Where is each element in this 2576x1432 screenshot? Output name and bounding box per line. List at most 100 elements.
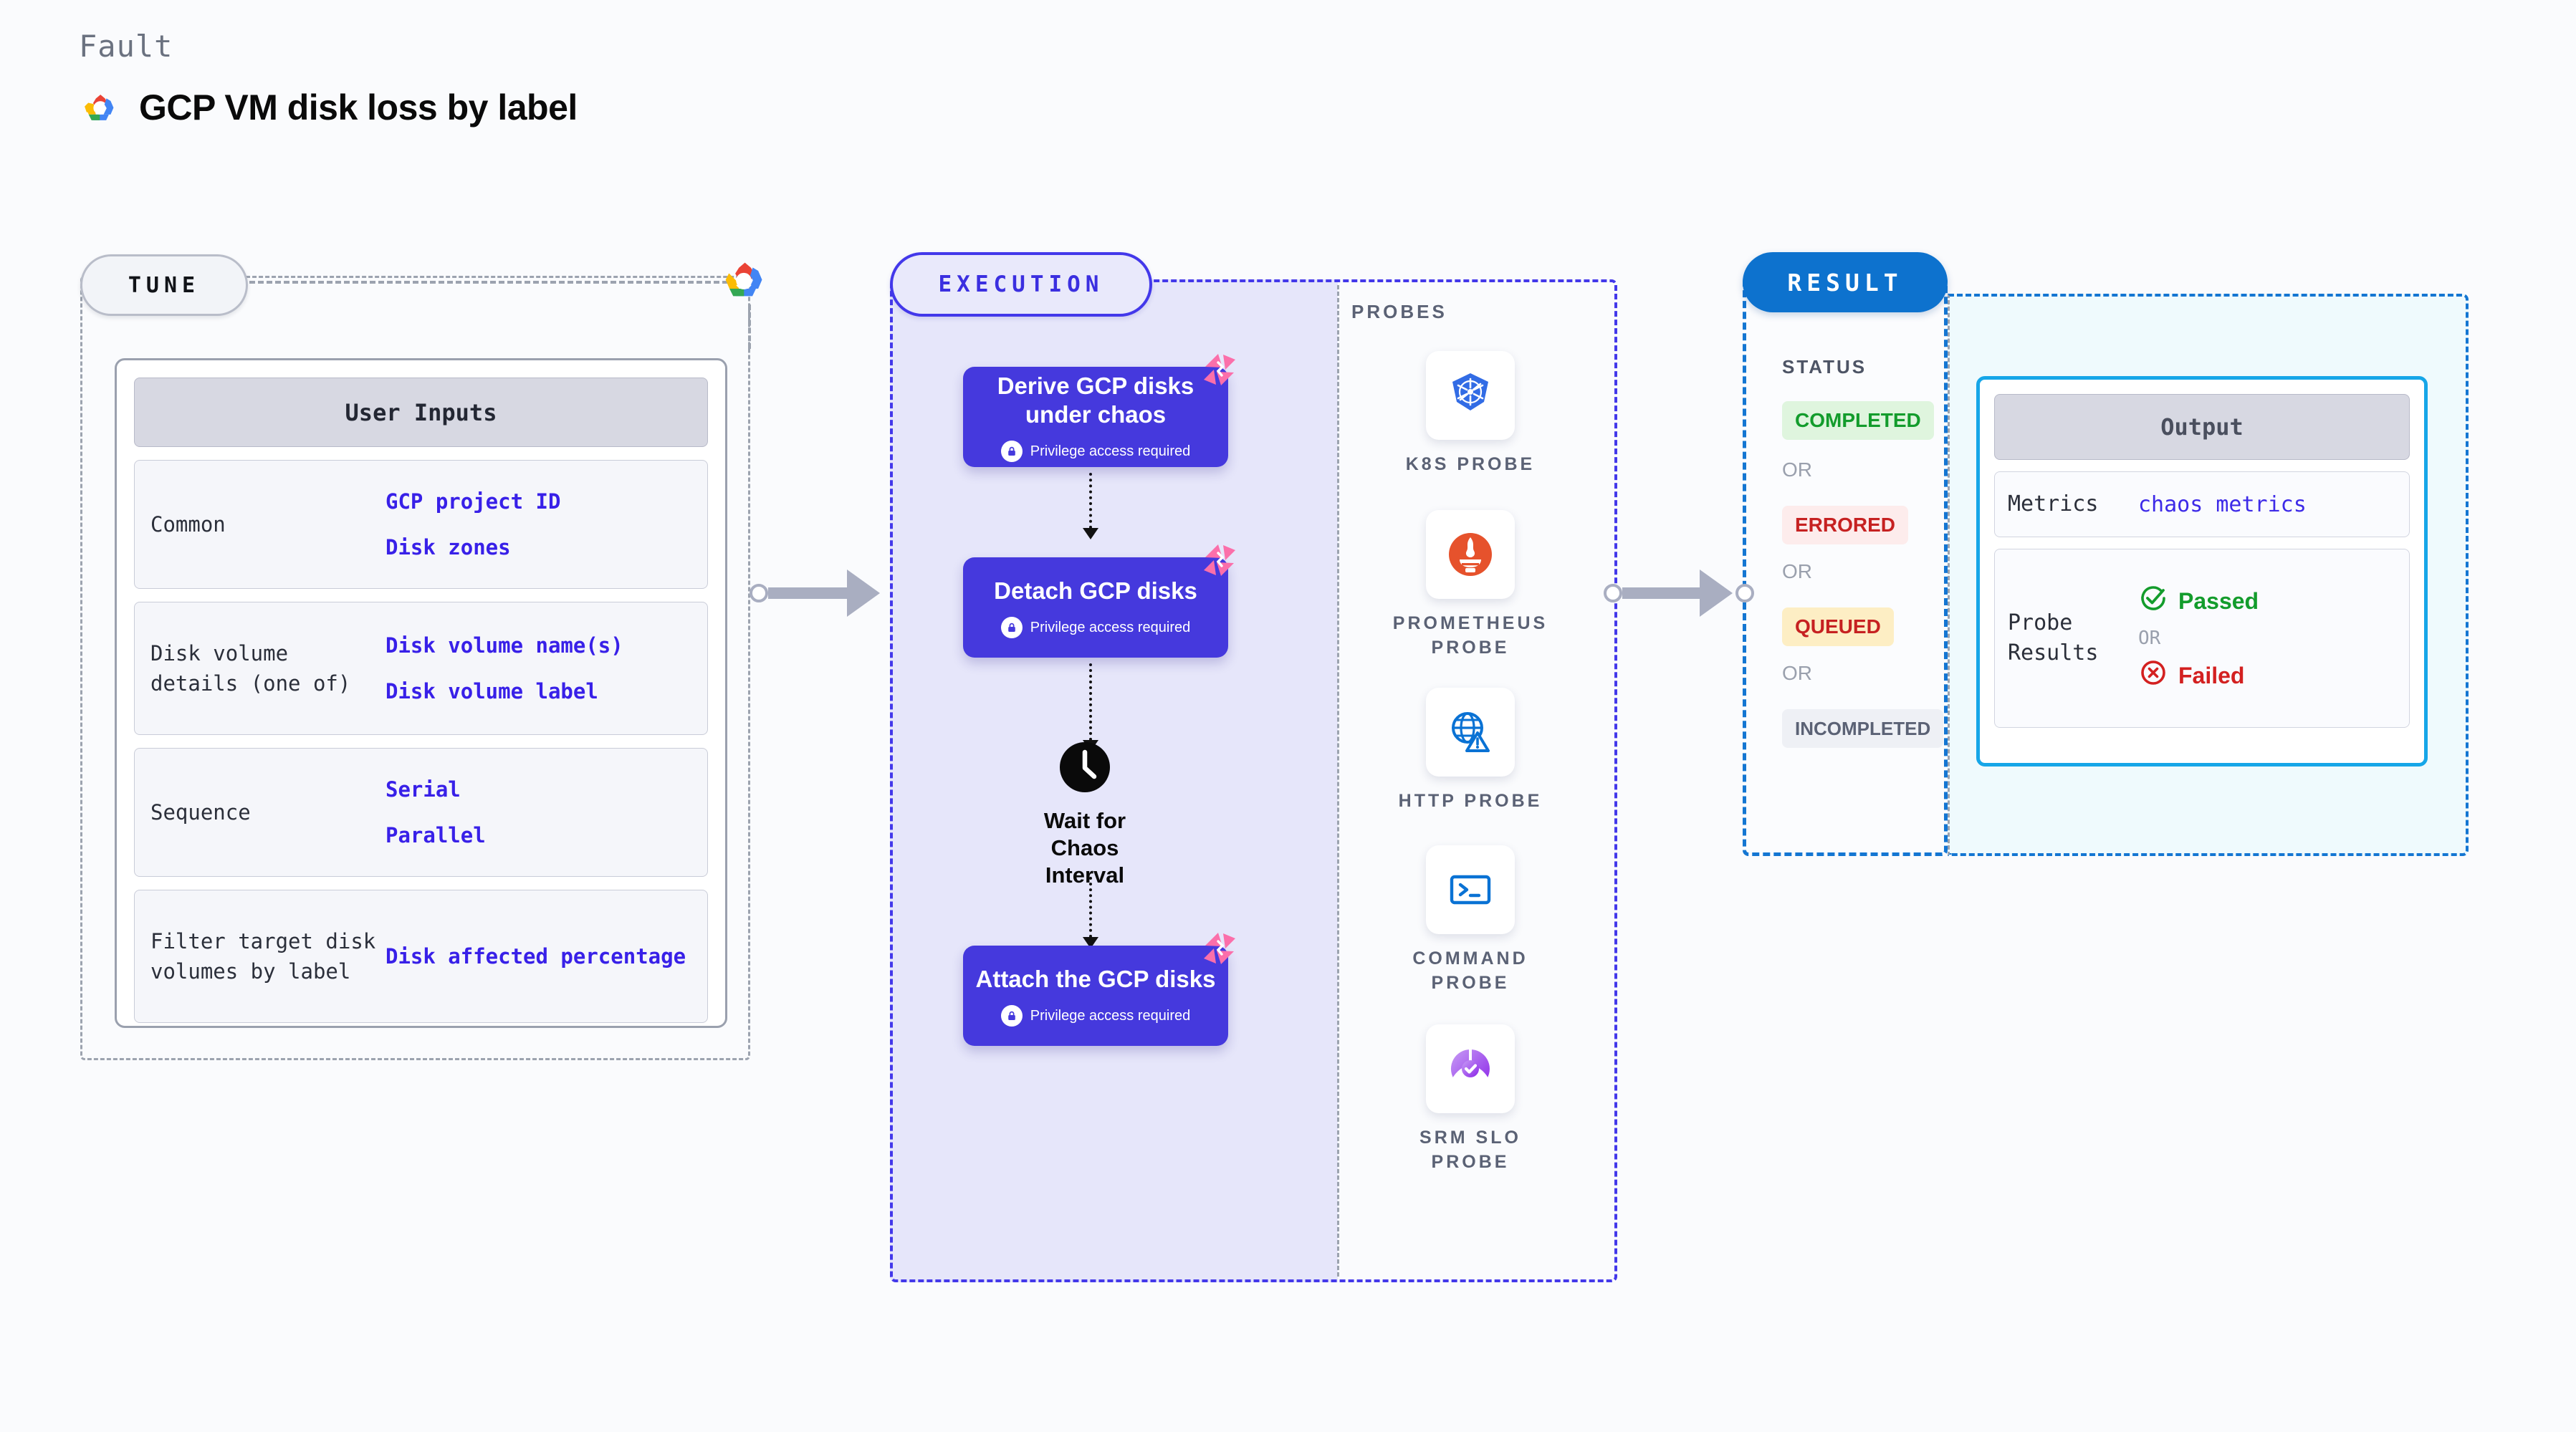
output-row-probe-results: Probe Results Passed OR <box>1994 549 2410 728</box>
input-row-disk-volume-details[interactable]: Disk volume details (one of) Disk volume… <box>134 602 708 735</box>
fault-kicker: Fault <box>79 29 173 64</box>
tune-provider-stem <box>748 304 751 349</box>
input-row-values: GCP project ID Disk zones <box>386 486 707 562</box>
input-row-values: Disk volume name(s) Disk volume label <box>386 630 707 706</box>
execution-node-attach-the-gcp-disks[interactable]: Attach the GCP disks Privilege access re… <box>963 933 1235 1046</box>
status-badge-errored: ERRORED <box>1782 506 1909 544</box>
tune-connector-line <box>249 281 737 284</box>
input-row-label: Common <box>150 511 226 537</box>
connector-dot <box>750 584 768 602</box>
flow-arrow-1 <box>1083 473 1098 539</box>
gcp-cloud-logo-icon <box>79 87 120 128</box>
connector-dot <box>1735 584 1754 602</box>
probe-name: COMMAND PROBE <box>1412 948 1528 993</box>
user-inputs-header: User Inputs <box>134 378 708 447</box>
input-row-filter-target[interactable]: Filter target disk volumes by label Disk… <box>134 890 708 1023</box>
probe-name: SRM SLO PROBE <box>1419 1128 1521 1172</box>
privilege-text: Privilege access required <box>1030 619 1191 635</box>
gcp-cloud-logo-icon <box>717 252 771 310</box>
terminal-icon <box>1426 845 1515 934</box>
chaos-ribbon-icon <box>1201 930 1238 971</box>
privilege-text: Privilege access required <box>1030 1007 1191 1024</box>
arrow-head <box>1083 528 1098 539</box>
node-privilege-note: Privilege access required <box>1000 1005 1191 1027</box>
output-card: Output Metrics chaos metrics Probe Resul… <box>1976 376 2428 767</box>
input-value[interactable]: Disk zones <box>386 535 511 559</box>
connector-arrowhead <box>847 570 880 617</box>
page-title: GCP VM disk loss by label <box>139 87 578 128</box>
privilege-text: Privilege access required <box>1030 443 1191 459</box>
arrow-line <box>1089 877 1092 938</box>
lock-icon <box>1000 441 1023 463</box>
probe-name: K8S PROBE <box>1405 454 1536 474</box>
status-or-3: OR <box>1782 662 1812 684</box>
status-badge-queued: QUEUED <box>1782 607 1894 646</box>
input-row-label: Sequence <box>150 799 251 825</box>
tune-badge[interactable]: TUNE <box>80 254 248 316</box>
prometheus-icon <box>1426 510 1515 599</box>
input-value[interactable]: Disk volume name(s) <box>386 633 623 658</box>
input-row-common[interactable]: Common GCP project ID Disk zones <box>134 460 708 589</box>
input-value[interactable]: Disk volume label <box>386 679 598 703</box>
probe-result-values: Passed OR Failed <box>2138 583 2409 693</box>
http-globe-warning-icon <box>1426 688 1515 777</box>
tune-panel <box>80 276 750 1060</box>
result-badge[interactable]: RESULT <box>1743 252 1948 312</box>
probe-srm-slo[interactable]: SRM SLO PROBE <box>1388 1024 1553 1174</box>
chaos-ribbon-icon <box>1201 542 1238 582</box>
input-row-values: Serial Parallel <box>386 774 707 850</box>
input-value[interactable]: Serial <box>386 777 461 802</box>
output-row-label: Probe Results <box>2008 610 2099 665</box>
arrow-line <box>1089 473 1092 529</box>
input-value[interactable]: GCP project ID <box>386 489 561 514</box>
input-row-values: Disk affected percentage <box>386 941 707 971</box>
input-row-label: Disk volume details (one of) <box>150 640 351 696</box>
check-circle-icon <box>2138 583 2168 619</box>
probe-result-failed: Failed <box>2138 658 2409 693</box>
probe-prometheus[interactable]: PROMETHEUS PROBE <box>1388 510 1553 660</box>
output-row-label: Metrics <box>2008 491 2099 516</box>
status-badge-incompleted: INCOMPLETED <box>1782 709 1944 748</box>
probe-result-passed: Passed <box>2138 583 2409 619</box>
connector-bar <box>1622 587 1700 599</box>
node-privilege-note: Privilege access required <box>1000 617 1191 639</box>
output-header: Output <box>1994 394 2410 460</box>
flow-arrow-2 <box>1083 663 1098 751</box>
page-header: Fault GCP VM disk loss by label <box>79 29 578 128</box>
execution-node-wait-for-chaos-interval[interactable]: Wait for Chaos Interval <box>1013 741 1157 888</box>
status-section-label: STATUS <box>1782 356 1867 378</box>
output-row-metrics[interactable]: Metrics chaos metrics <box>1994 471 2410 537</box>
execution-node-detach-gcp-disks[interactable]: Detach GCP disks Privilege access requir… <box>963 544 1235 658</box>
execution-node-derive-gcp-disks[interactable]: Derive GCP disks under chaos Privilege a… <box>963 354 1235 467</box>
node-title: Detach GCP disks <box>994 577 1197 604</box>
probe-passed-text: Passed <box>2178 587 2259 614</box>
probes-section-label: PROBES <box>1351 301 1447 322</box>
execution-panel <box>890 279 1617 1282</box>
connector-tune-to-execution <box>750 570 880 617</box>
input-value[interactable]: Parallel <box>386 823 486 847</box>
probe-k8s[interactable]: K8S PROBE <box>1388 351 1553 477</box>
probe-http[interactable]: HTTP PROBE <box>1388 688 1553 814</box>
input-value[interactable]: Disk affected percentage <box>386 943 686 969</box>
input-row-sequence[interactable]: Sequence Serial Parallel <box>134 748 708 877</box>
x-circle-icon <box>2138 658 2168 693</box>
probe-result-or: OR <box>2138 628 2161 649</box>
output-metrics-value[interactable]: chaos metrics <box>2138 491 2307 517</box>
input-row-label: Filter target disk volumes by label <box>150 928 376 984</box>
result-status-region <box>1743 276 1948 856</box>
title-row: GCP VM disk loss by label <box>79 87 578 128</box>
connector-dot <box>1604 584 1622 602</box>
kubernetes-icon <box>1426 351 1515 440</box>
probe-command[interactable]: COMMAND PROBE <box>1388 845 1553 995</box>
status-or-1: OR <box>1782 458 1812 481</box>
connector-arrowhead <box>1700 570 1733 617</box>
status-badge-completed: COMPLETED <box>1782 401 1934 440</box>
node-title: Derive GCP disks under chaos <box>997 372 1194 428</box>
connector-bar <box>768 587 847 599</box>
execution-badge[interactable]: EXECUTION <box>890 252 1152 317</box>
lock-icon <box>1000 617 1023 639</box>
chaos-ribbon-icon <box>1201 351 1238 392</box>
clock-icon <box>1058 741 1111 797</box>
probe-name: HTTP PROBE <box>1398 791 1543 811</box>
probe-name: PROMETHEUS PROBE <box>1392 613 1548 658</box>
